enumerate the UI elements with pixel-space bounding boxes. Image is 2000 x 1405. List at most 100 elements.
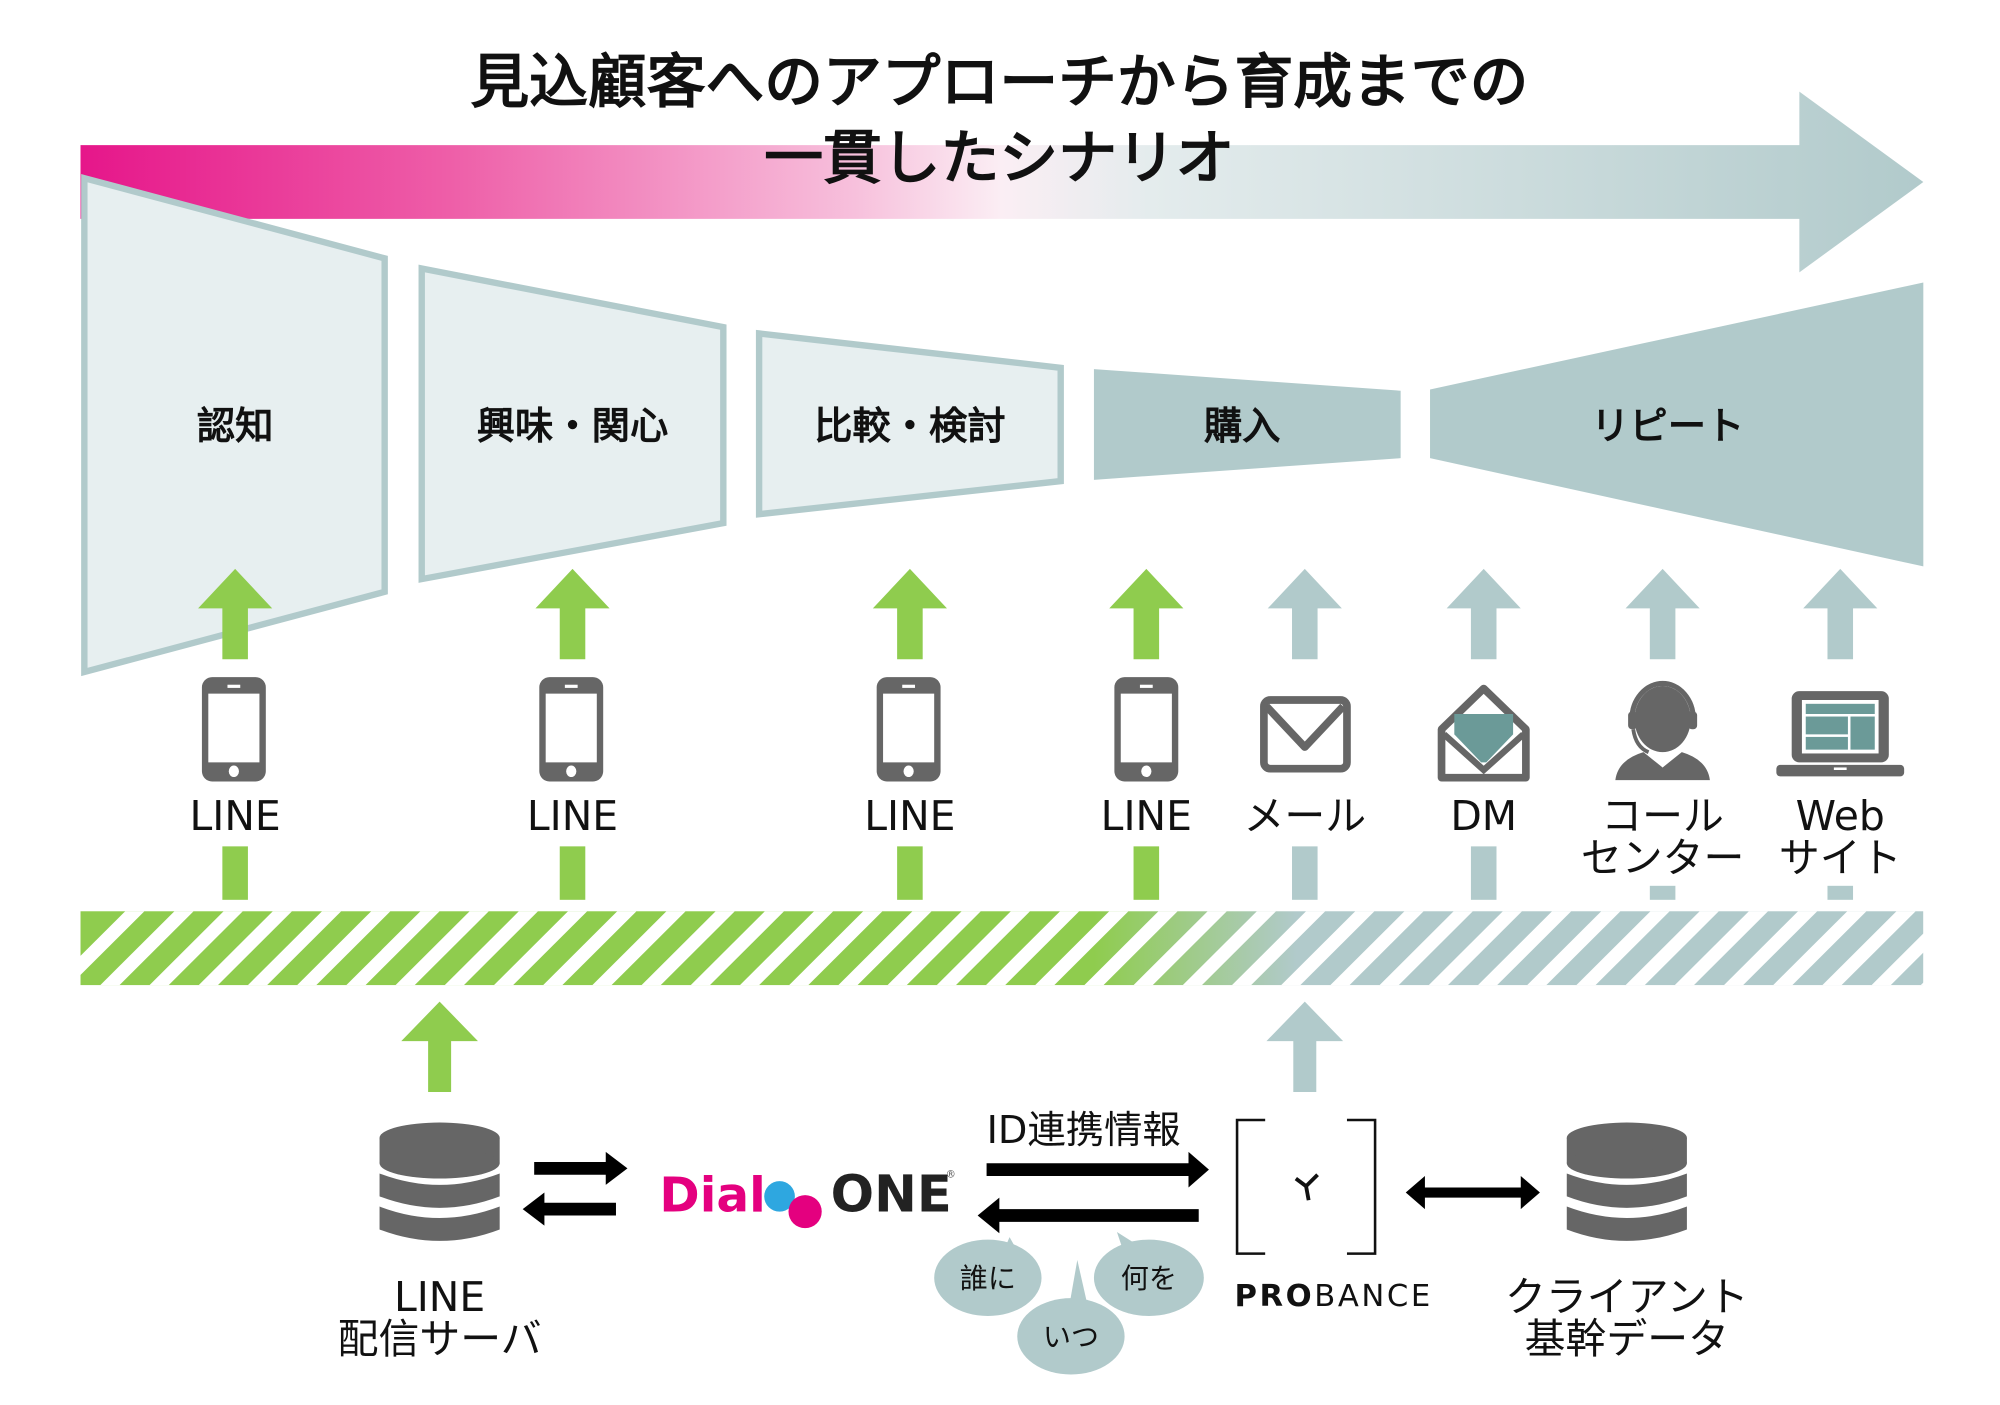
journey-arrow xyxy=(80,91,1924,273)
stripe-gap xyxy=(641,911,735,986)
probance-source-up-arrow xyxy=(1266,1001,1344,1092)
stripe-gap xyxy=(1330,911,1424,986)
channel-up-arrow xyxy=(1446,568,1521,660)
laptop-icon xyxy=(1776,691,1905,777)
stripe-gap xyxy=(1231,911,1326,986)
arrow-left-icon xyxy=(522,1192,616,1226)
title-line-2: 一貫したシナリオ xyxy=(764,124,1234,192)
stripe-gap xyxy=(1773,911,1867,986)
stage-label-awareness: 認知 xyxy=(197,404,274,449)
channel-arrow-stem xyxy=(559,846,586,900)
stripe-gap xyxy=(1576,911,1670,986)
database-icon xyxy=(1566,1122,1687,1241)
stage-label-interest: 興味・関心 xyxy=(477,404,669,449)
channel-label-call-center-1: コール xyxy=(1601,792,1724,840)
stripe-gap xyxy=(395,911,489,986)
channel-up-arrow xyxy=(1267,568,1342,660)
mail-icon xyxy=(1260,696,1351,773)
stripe-gap xyxy=(936,911,1031,986)
stripe-edge-mask xyxy=(1923,908,2000,988)
stripe-gap xyxy=(887,911,981,986)
stripe-gap xyxy=(592,911,686,986)
smartphone-icon xyxy=(539,677,604,782)
stripe-gap xyxy=(493,911,588,986)
channel-arrow-stem xyxy=(1292,846,1318,900)
channel-label-web-1: Web xyxy=(1796,792,1885,840)
stripe-gap xyxy=(543,911,637,986)
stage-box-awareness xyxy=(81,174,388,677)
stripe-gap xyxy=(1477,911,1572,986)
dialog-logo-text: Dial xyxy=(659,1168,765,1224)
channel-label-line-2: LINE xyxy=(527,792,618,840)
stage-box-repeat xyxy=(1430,282,1924,567)
stripe-gap xyxy=(690,911,785,986)
channel-label-line-4: LINE xyxy=(1101,792,1192,840)
stripe-gap xyxy=(1625,911,1719,986)
stripe-gap xyxy=(1527,911,1621,986)
stripe-gap xyxy=(1182,911,1277,986)
channel-label-dm: DM xyxy=(1450,792,1517,840)
stripe-gap xyxy=(1281,911,1375,986)
stripe-gap xyxy=(789,911,883,986)
stripe-gap xyxy=(1379,911,1473,986)
stage-box-interest xyxy=(418,264,727,583)
client-data-label-2: 基幹データ xyxy=(1525,1315,1729,1363)
bubble-label-what: 何を xyxy=(1121,1262,1177,1295)
stripe-gap xyxy=(247,911,342,986)
channel-labels: LINE LINE LINE LINE メール DM コール センター Web … xyxy=(190,792,1902,882)
stripe-gap xyxy=(1035,911,1129,986)
channel-arrow-stem xyxy=(1827,885,1854,900)
stripe-gap xyxy=(297,911,391,986)
channel-label-line-1: LINE xyxy=(190,792,281,840)
arrow-right-icon xyxy=(534,1151,628,1185)
stripe-edge-mask xyxy=(0,908,81,988)
bubble-label-who: 誰に xyxy=(960,1262,1016,1295)
speech-bubble-blue-icon xyxy=(764,1181,795,1212)
line-server-label-1: LINE xyxy=(394,1273,485,1321)
channel-up-arrow xyxy=(535,568,610,660)
stage-box-purchase xyxy=(1093,369,1401,480)
probance-text-light: BANCE xyxy=(1314,1279,1432,1314)
smartphone-icon xyxy=(201,677,266,782)
probance-mark-icon xyxy=(1294,1173,1319,1201)
bubble-when: いつ xyxy=(1017,1260,1125,1375)
channel-arrow-stem xyxy=(1649,885,1676,900)
channel-label-mail: メール xyxy=(1243,792,1366,840)
channel-arrows xyxy=(198,568,1878,900)
id-link-right-arrow xyxy=(986,1151,1209,1188)
channel-arrow-stem xyxy=(1133,846,1160,900)
probance-logo: PROBANCE xyxy=(1235,1118,1433,1314)
channel-up-arrow xyxy=(1109,568,1184,660)
stage-label-comparison: 比較・検討 xyxy=(814,404,1006,449)
stripe-gap xyxy=(1084,911,1178,986)
stripe-gap xyxy=(985,911,1080,986)
probance-text: PROBANCE xyxy=(1235,1279,1433,1314)
client-data-label-1: クライアント xyxy=(1505,1273,1749,1321)
channel-arrow-stem xyxy=(1470,846,1497,900)
channel-icons xyxy=(201,677,1905,782)
exchange-arrows-line-dialog xyxy=(522,1151,628,1226)
headset-operator-icon xyxy=(1615,680,1710,781)
stripe-gap xyxy=(198,911,293,986)
stripe-gap xyxy=(1674,911,1769,986)
stage-label-purchase: 購入 xyxy=(1204,404,1281,449)
stripe-gap xyxy=(444,911,539,986)
smartphone-icon xyxy=(876,677,941,782)
stripe-gaps xyxy=(0,908,2000,988)
channel-arrow-stem xyxy=(222,846,248,900)
bubble-label-when: いつ xyxy=(1043,1321,1099,1354)
double-arrow-icon xyxy=(1405,1176,1540,1210)
probance-text-bold: PRO xyxy=(1235,1279,1315,1314)
stripe-gap xyxy=(1133,911,1227,986)
channel-label-web-2: サイト xyxy=(1779,834,1902,882)
channel-arrow-stem xyxy=(897,846,923,900)
stripe-gap xyxy=(1822,911,1916,986)
open-envelope-icon xyxy=(1437,684,1530,782)
stage-label-repeat: リピート xyxy=(1591,404,1744,449)
channel-up-arrow xyxy=(1625,568,1700,660)
bubble-what: 何を xyxy=(1093,1232,1204,1316)
channel-up-arrow xyxy=(872,568,947,660)
id-link-label: ID連携情報 xyxy=(987,1108,1181,1153)
database-icon xyxy=(379,1122,500,1241)
